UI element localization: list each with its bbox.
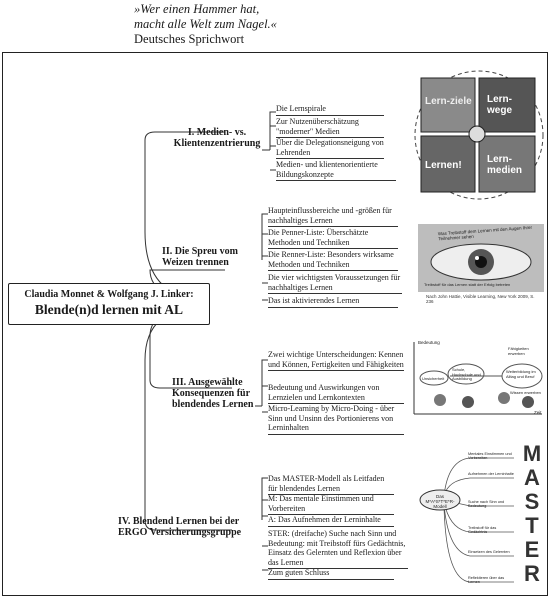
puzzle-label-lernziele: Lern-ziele xyxy=(425,96,472,107)
branch-4-item-5: Zum guten Schluss xyxy=(268,568,394,580)
quote-block: »Wer einen Hammer hat, macht alle Welt z… xyxy=(134,2,277,47)
eye-caption: Nach John Hattie, Visible Learning, New … xyxy=(426,294,535,304)
master-center-label: Das M*A*S*T*E*R-Modell xyxy=(425,494,455,509)
branch-4-item-4: STER: (dreifache) Suche nach Sinn und Be… xyxy=(268,529,408,569)
master-letter-e: E xyxy=(524,537,540,562)
master-letters: M A S T E R xyxy=(518,442,546,586)
quote-source: Deutsches Sprichwort xyxy=(134,32,245,46)
branch-2-item-5: Das ist aktivierendes Lernen xyxy=(268,296,398,308)
branch-2-item-1: Haupteinflussbereiche und -größen für na… xyxy=(268,206,398,227)
branch-3-title: III. Ausgewählte Konsequenzen für blende… xyxy=(172,377,254,410)
learning-diagram-graphic xyxy=(413,342,543,415)
master-item-2: Aufnehmen der Lerninhalte xyxy=(468,472,514,476)
branch-4-item-1: Das MASTER-Modell als Leitfaden für blen… xyxy=(268,474,394,495)
branch-3-item-1: Zwei wichtige Unterscheidungen: Kennen u… xyxy=(268,350,404,371)
master-item-5: Einsetzen des Gelernten xyxy=(468,550,510,554)
master-item-1: Mentales Einstimmen und Vorbereiten xyxy=(468,452,512,460)
diagram-wissen: Wissen erwerben xyxy=(510,390,541,395)
mindmap-frame xyxy=(2,52,548,596)
diagram-bedeutung: Bedeutung xyxy=(418,340,440,345)
central-title: Blende(n)d lernen mit AL xyxy=(34,302,184,317)
branch-4-item-2: M: Das mentale Einstimmen und Vorbereite… xyxy=(268,494,394,515)
diagram-weiterbildung: Weiterbildung im Alltag und Beruf xyxy=(506,369,536,379)
branch-3-item-2: Bedeutung und Auswirkungen von Lernziele… xyxy=(268,383,404,404)
puzzle-label-lernwege: Lern-wege xyxy=(487,94,513,116)
eye-image: Was Treibstoff dem Lernen mit den Augen … xyxy=(418,224,544,304)
branch-1-title: I. Medien- vs. Klientenzentrierung xyxy=(173,127,261,149)
central-topic-box: Claudia Monnet & Wolfgang J. Linker: Ble… xyxy=(8,283,210,325)
master-model-graphic xyxy=(419,457,514,583)
branch-1-item-1: Die Lernspirale xyxy=(276,104,384,116)
branch-3-item-3: Micro-Learning by Micro-Doing - über Sin… xyxy=(268,404,404,435)
branch-2-item-3: Die Renner-Liste: Besonders wirksame Met… xyxy=(268,250,398,271)
master-letter-r: R xyxy=(524,561,540,586)
branch-4-item-3: A: Das Aufnehmen der Lerninhalte xyxy=(268,515,394,527)
central-authors: Claudia Monnet & Wolfgang J. Linker: xyxy=(24,289,194,300)
master-item-4: Treibstoff für das Gedächtnis xyxy=(468,526,497,534)
eye-graphic xyxy=(418,224,544,292)
puzzle-image: Lern-ziele Lern-wege Lernen! Lern-medien xyxy=(413,68,545,202)
diagram-unsicher: Unsicherheit xyxy=(422,376,445,381)
branch-2-title: II. Die Spreu vom Weizen trennen xyxy=(162,246,238,268)
master-letter-s: S xyxy=(524,489,540,514)
puzzle-label-lernen: Lernen! xyxy=(425,160,462,171)
quote-line-1: »Wer einen Hammer hat, xyxy=(134,2,260,16)
master-letter-a: A xyxy=(524,465,540,490)
puzzle-graphic xyxy=(414,70,544,200)
branch-1-item-3: Über die Delegationsneigung von Lehrende… xyxy=(276,138,384,159)
puzzle-label-lernmedien: Lern-medien xyxy=(487,154,523,176)
master-letter-m: M xyxy=(522,441,542,466)
branch-2-item-2: Die Penner-Liste: Überschätzte Methoden … xyxy=(268,228,398,249)
eye-lower-text: Treibstoff für das Lernen statt der Erfo… xyxy=(424,282,511,287)
master-item-6: Reflektieren über das Lernen xyxy=(468,576,505,584)
diagram-zeit: Zeit xyxy=(534,410,542,415)
branch-1-item-4: Medien- und klientenorientierte Bildungs… xyxy=(276,160,396,181)
branch-2-item-4: Die vier wichtigsten Voraussetzungen für… xyxy=(268,273,402,294)
branch-4-title: IV. Blendend Lernen bei der ERGO Versich… xyxy=(118,516,242,538)
quote-line-2: macht alle Welt zum Nagel.« xyxy=(134,17,277,31)
master-model-image: Das M*A*S*T*E*R-Modell Mentales Einstimm… xyxy=(418,440,548,590)
diagram-schule: Schule, Hochschule und Ausbildung xyxy=(452,367,481,381)
diagram-faehigkeiten: Fähigkeiten erwerben xyxy=(508,346,529,356)
master-letter-t: T xyxy=(525,513,539,538)
branch-1-item-2: Zur Nutzenüberschätzung "moderner" Medie… xyxy=(276,117,384,138)
learning-diagram: Bedeutung Unsicherheit Schule, Hochschul… xyxy=(410,336,546,420)
master-item-3: Suche nach Sinn und Bedeutung xyxy=(468,500,505,508)
